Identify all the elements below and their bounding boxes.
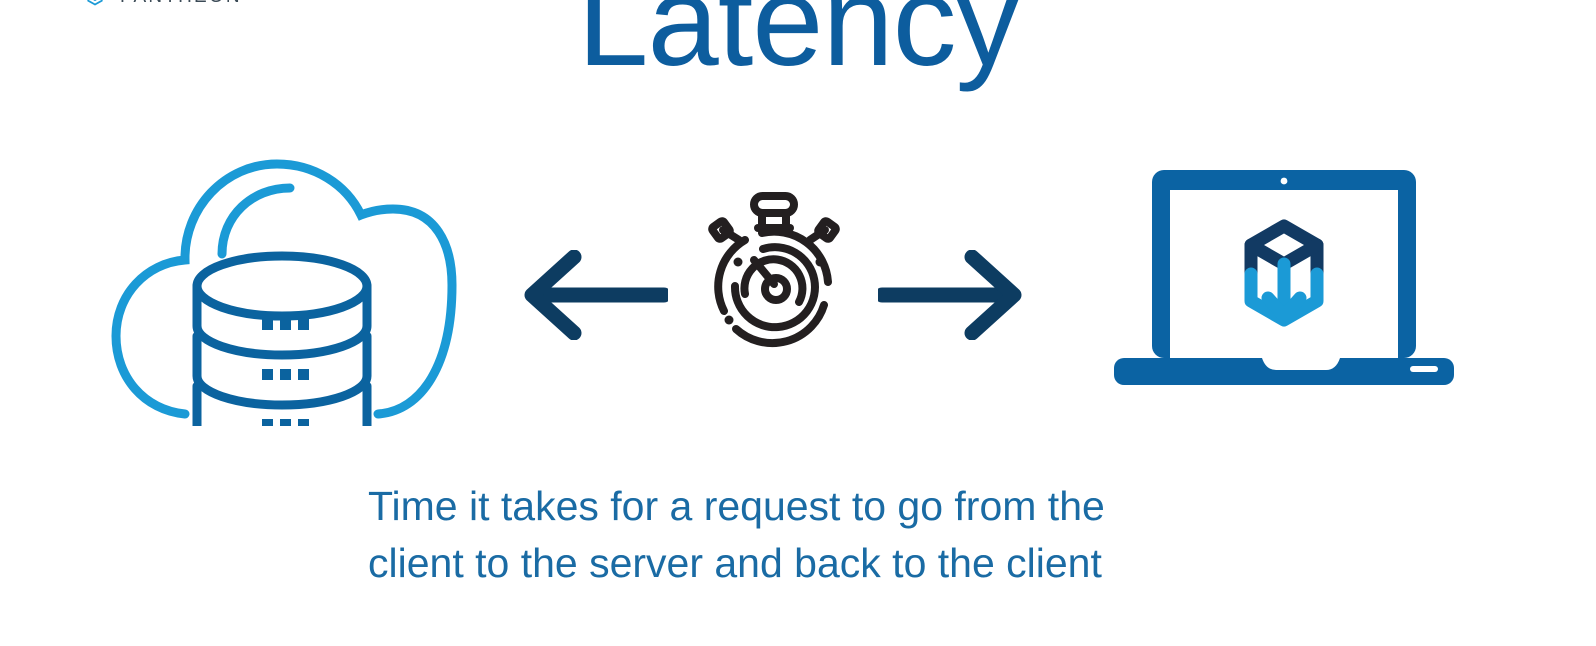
- diagram-row: [0, 112, 1596, 432]
- arrow-left-icon: [524, 250, 668, 340]
- caption-line-2: client to the server and back to the cli…: [368, 539, 1102, 586]
- cube-logo-icon: [1244, 219, 1324, 327]
- laptop-base-indicator: [1410, 366, 1438, 372]
- page-title: Latency: [577, 0, 1019, 93]
- caption-line-1: Time it takes for a request to go from t…: [368, 483, 1105, 529]
- pantheon-mark-icon: [87, 0, 103, 6]
- cloud-highlight-arc: [217, 183, 295, 259]
- cloud-database-icon: [111, 159, 457, 426]
- stopwatch-tick-dots: [724, 257, 825, 325]
- cloud-outline: [111, 159, 457, 419]
- laptop-base: [1114, 358, 1454, 385]
- laptop-webcam: [1280, 177, 1288, 185]
- database-status-dots: [262, 319, 309, 426]
- brand-logo: PANTHEON: [86, 0, 242, 10]
- caption: Time it takes for a request to go from t…: [368, 478, 1228, 591]
- brand-name: PANTHEON: [120, 0, 242, 10]
- laptop-icon: [1114, 170, 1454, 385]
- stopwatch-icon: [708, 192, 840, 348]
- laptop-trackpad-notch: [1262, 358, 1340, 370]
- arrow-right-icon: [878, 250, 1022, 340]
- database-cylinder: [192, 251, 372, 426]
